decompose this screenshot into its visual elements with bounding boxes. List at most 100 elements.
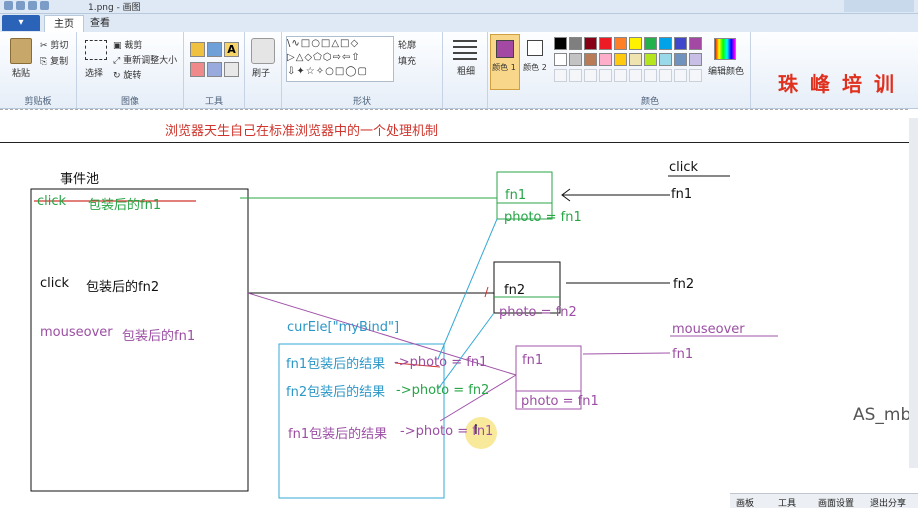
group-color2: 颜色 2	[521, 32, 549, 108]
curele-box	[278, 343, 445, 499]
clipboard-group-label: 剪贴板	[24, 97, 52, 107]
fill-button[interactable]: 填充	[398, 57, 417, 67]
fill-bucket-icon[interactable]	[207, 42, 222, 57]
colors-group-label: 颜色	[640, 97, 659, 107]
crop-label: 裁剪	[124, 41, 143, 51]
palette-empty-swatch[interactable]	[644, 69, 657, 82]
palette-swatch[interactable]	[659, 53, 672, 66]
palette-swatch[interactable]	[554, 37, 567, 50]
group-brushes: 刷子	[245, 32, 282, 108]
fn2-box-title: fn2	[504, 283, 526, 298]
paste-button[interactable]: 粘贴	[12, 69, 31, 79]
edit-colors-icon[interactable]	[714, 38, 736, 60]
result-2-label: fn2包装后的结果	[286, 385, 386, 400]
right-mouseover-label: mouseover	[672, 322, 745, 337]
status-canvas[interactable]: 画板	[736, 499, 755, 509]
color1-label: 颜色 1	[492, 63, 516, 72]
result-2-arrow: ->photo = fn2	[396, 383, 490, 398]
text-tool-icon[interactable]: A	[224, 42, 239, 57]
window-controls[interactable]	[844, 0, 914, 12]
tab-view[interactable]: 查看	[90, 18, 110, 29]
status-tools[interactable]: 工具	[778, 499, 797, 509]
size-button[interactable]: 粗细	[457, 67, 476, 77]
resize-label: 重新调整大小	[123, 56, 178, 66]
magnifier-icon[interactable]	[224, 62, 239, 77]
palette-swatch[interactable]	[614, 53, 627, 66]
palette-empty-swatch[interactable]	[569, 69, 582, 82]
color1-swatch	[496, 40, 514, 58]
shapes-group-label: 形状	[352, 97, 371, 107]
drawing-canvas[interactable]: 浏览器天生自己在标准浏览器中的一个处理机制 事件池 click 包装后的fn1 …	[0, 109, 918, 508]
window-title: 1.png - 画图	[88, 3, 141, 13]
palette-swatch[interactable]	[584, 37, 597, 50]
cut-button[interactable]: ✂ 剪切	[40, 41, 69, 51]
palette-swatch[interactable]	[569, 37, 582, 50]
tools-group-label: 工具	[204, 97, 223, 107]
edit-colors-button[interactable]: 编辑颜色	[708, 67, 745, 77]
status-bar: 画板 工具 画面设置 退出分享	[730, 493, 918, 509]
palette-swatch[interactable]	[644, 53, 657, 66]
palette-swatch[interactable]	[584, 53, 597, 66]
palette-empty-swatch[interactable]	[629, 69, 642, 82]
group-clipboard: 粘贴 ✂ 剪切 ⎘ 复制 剪贴板	[0, 32, 77, 108]
palette-swatch[interactable]	[599, 53, 612, 66]
pencil-icon[interactable]	[190, 42, 205, 57]
group-tools: A 工具	[184, 32, 245, 108]
palette-swatch[interactable]	[689, 53, 702, 66]
eraser-icon[interactable]	[190, 62, 205, 77]
shapes-gallery[interactable]: \∿□○□△□◇▷△◇⬠⬡⇨⇦⇧⇩✦☆✧○□◯▢	[286, 36, 394, 82]
fn1b-box-title: fn1	[522, 353, 544, 368]
pool-item-1-fn: 包装后的fn1	[88, 198, 162, 213]
status-exit-share[interactable]: 退出分享	[870, 499, 907, 509]
line-size-icon[interactable]	[453, 40, 477, 60]
paste-icon[interactable]	[10, 38, 32, 64]
title-bar: 1.png - 画图	[0, 0, 918, 14]
crop-button[interactable]: ▣ 裁剪	[113, 41, 143, 51]
palette-empty-swatch[interactable]	[674, 69, 687, 82]
copy-button[interactable]: ⎘ 复制	[40, 57, 69, 67]
palette-empty-swatch[interactable]	[614, 69, 627, 82]
brush-icon[interactable]	[251, 38, 275, 64]
ribbon: 粘贴 ✂ 剪切 ⎘ 复制 剪贴板 选择 ▣ 裁剪 ⤢ 重新调整大小 ↻ 旋转 图…	[0, 32, 918, 109]
event-pool-box	[30, 188, 249, 492]
quick-access-toolbar[interactable]	[4, 1, 60, 12]
palette-empty-swatch[interactable]	[659, 69, 672, 82]
palette-swatch[interactable]	[674, 53, 687, 66]
palette-empty-swatch[interactable]	[689, 69, 702, 82]
palette-swatch[interactable]	[659, 37, 672, 50]
group-size: 粗细	[443, 32, 488, 108]
resize-button[interactable]: ⤢ 重新调整大小	[113, 56, 178, 66]
result-3-arrow: ->photo = fn1	[400, 424, 494, 439]
group-shapes: \∿□○□△□◇▷△◇⬠⬡⇨⇦⇧⇩✦☆✧○□◯▢ 轮廓 填充 形状	[282, 32, 443, 108]
palette-swatch[interactable]	[674, 37, 687, 50]
rotate-label: 旋转	[123, 71, 142, 81]
palette-swatch[interactable]	[629, 37, 642, 50]
pool-item-1-event: click	[37, 194, 67, 209]
tab-home[interactable]: 主页	[44, 15, 84, 33]
select-icon[interactable]	[85, 40, 107, 60]
palette-swatch[interactable]	[629, 53, 642, 66]
result-3-label: fn1包装后的结果	[288, 427, 388, 442]
palette-empty-swatch[interactable]	[599, 69, 612, 82]
palette-swatch[interactable]	[599, 37, 612, 50]
ribbon-tabs: ▾ 主页 查看	[0, 14, 918, 33]
palette-empty-swatch[interactable]	[584, 69, 597, 82]
select-button[interactable]: 选择	[85, 69, 104, 79]
vertical-scrollbar[interactable]	[909, 118, 918, 468]
palette-swatch[interactable]	[554, 53, 567, 66]
palette-swatch[interactable]	[569, 53, 582, 66]
file-menu-button[interactable]: ▾	[2, 15, 40, 31]
palette-swatch[interactable]	[644, 37, 657, 50]
palette-swatch[interactable]	[689, 37, 702, 50]
outline-button[interactable]: 轮廓	[398, 41, 417, 51]
rotate-button[interactable]: ↻ 旋转	[113, 71, 142, 81]
palette-empty-swatch[interactable]	[554, 69, 567, 82]
event-pool-title: 事件池	[60, 172, 100, 187]
diagram-lines	[30, 171, 778, 499]
heading-text: 浏览器天生自己在标准浏览器中的一个处理机制	[165, 124, 439, 139]
brushes-button[interactable]: 刷子	[252, 69, 271, 79]
color2-swatch[interactable]	[527, 40, 543, 56]
color-picker-icon[interactable]	[207, 62, 222, 77]
palette-swatch[interactable]	[614, 37, 627, 50]
status-canvas-settings[interactable]: 画面设置	[818, 499, 855, 509]
